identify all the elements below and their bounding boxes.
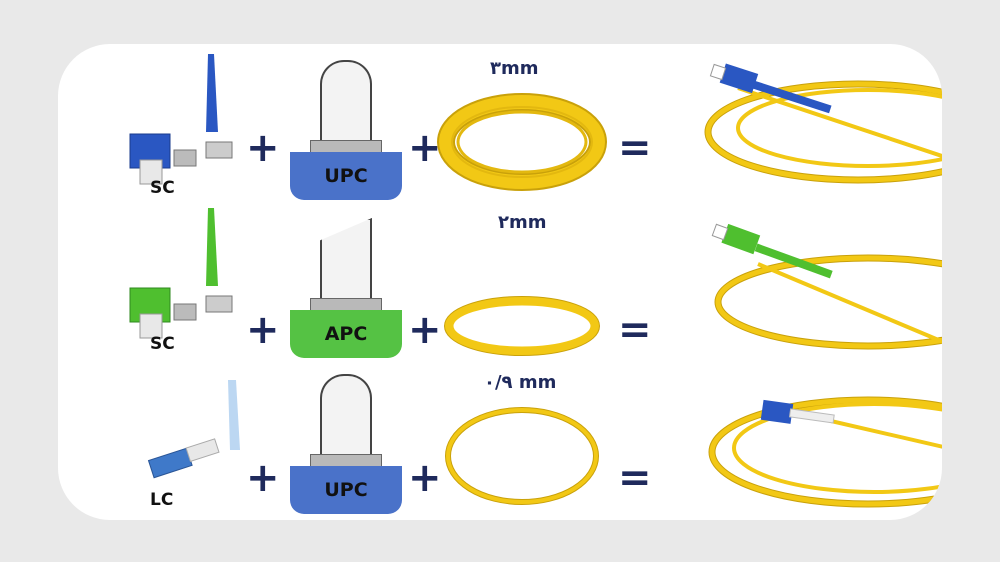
equals-operator: = [618, 455, 652, 501]
cable-diameter-label: ۳mm [490, 58, 539, 79]
cable-coil-medium-icon [444, 296, 600, 356]
patch-cord-sc-upc-icon [704, 63, 942, 184]
polish-label: UPC [290, 466, 402, 514]
plus-operator: + [408, 455, 442, 501]
lc-connector-blue-icon [147, 380, 240, 479]
equals-operator: = [618, 307, 652, 353]
connector-label: SC [150, 178, 175, 198]
cable-coil-thick-icon [437, 93, 607, 191]
plus-operator: + [408, 125, 442, 171]
polish-label: UPC [290, 152, 402, 200]
sc-connector-green-icon [129, 208, 233, 339]
polish-apc-icon: APC [290, 218, 402, 358]
cable-diameter-label: ۲mm [498, 212, 547, 233]
cable-diameter-label: ۰/۹ mm [484, 372, 557, 393]
polish-label: APC [290, 310, 402, 358]
patch-cord-sc-apc-icon [711, 223, 942, 350]
plus-operator: + [246, 455, 280, 501]
row-sc-apc: SC + APC + ۲mm = [58, 206, 942, 358]
diagram-card: SC + UPC + ۳mm = [58, 44, 942, 520]
plus-operator: + [408, 307, 442, 353]
row-sc-upc: SC + UPC + ۳mm = [58, 52, 942, 202]
plus-operator: + [246, 307, 280, 353]
equals-operator: = [618, 125, 652, 171]
connector-label: LC [150, 490, 174, 510]
cable-coil-thin-icon [445, 407, 599, 505]
patch-cord-lc-upc-icon [708, 396, 942, 508]
sc-connector-blue-icon [129, 54, 233, 185]
row-lc-upc: LC + UPC + ۰/۹ mm = [58, 362, 942, 514]
connector-label: SC [150, 334, 175, 354]
plus-operator: + [246, 125, 280, 171]
polish-upc-icon: UPC [290, 374, 402, 514]
polish-upc-icon: UPC [290, 60, 402, 200]
